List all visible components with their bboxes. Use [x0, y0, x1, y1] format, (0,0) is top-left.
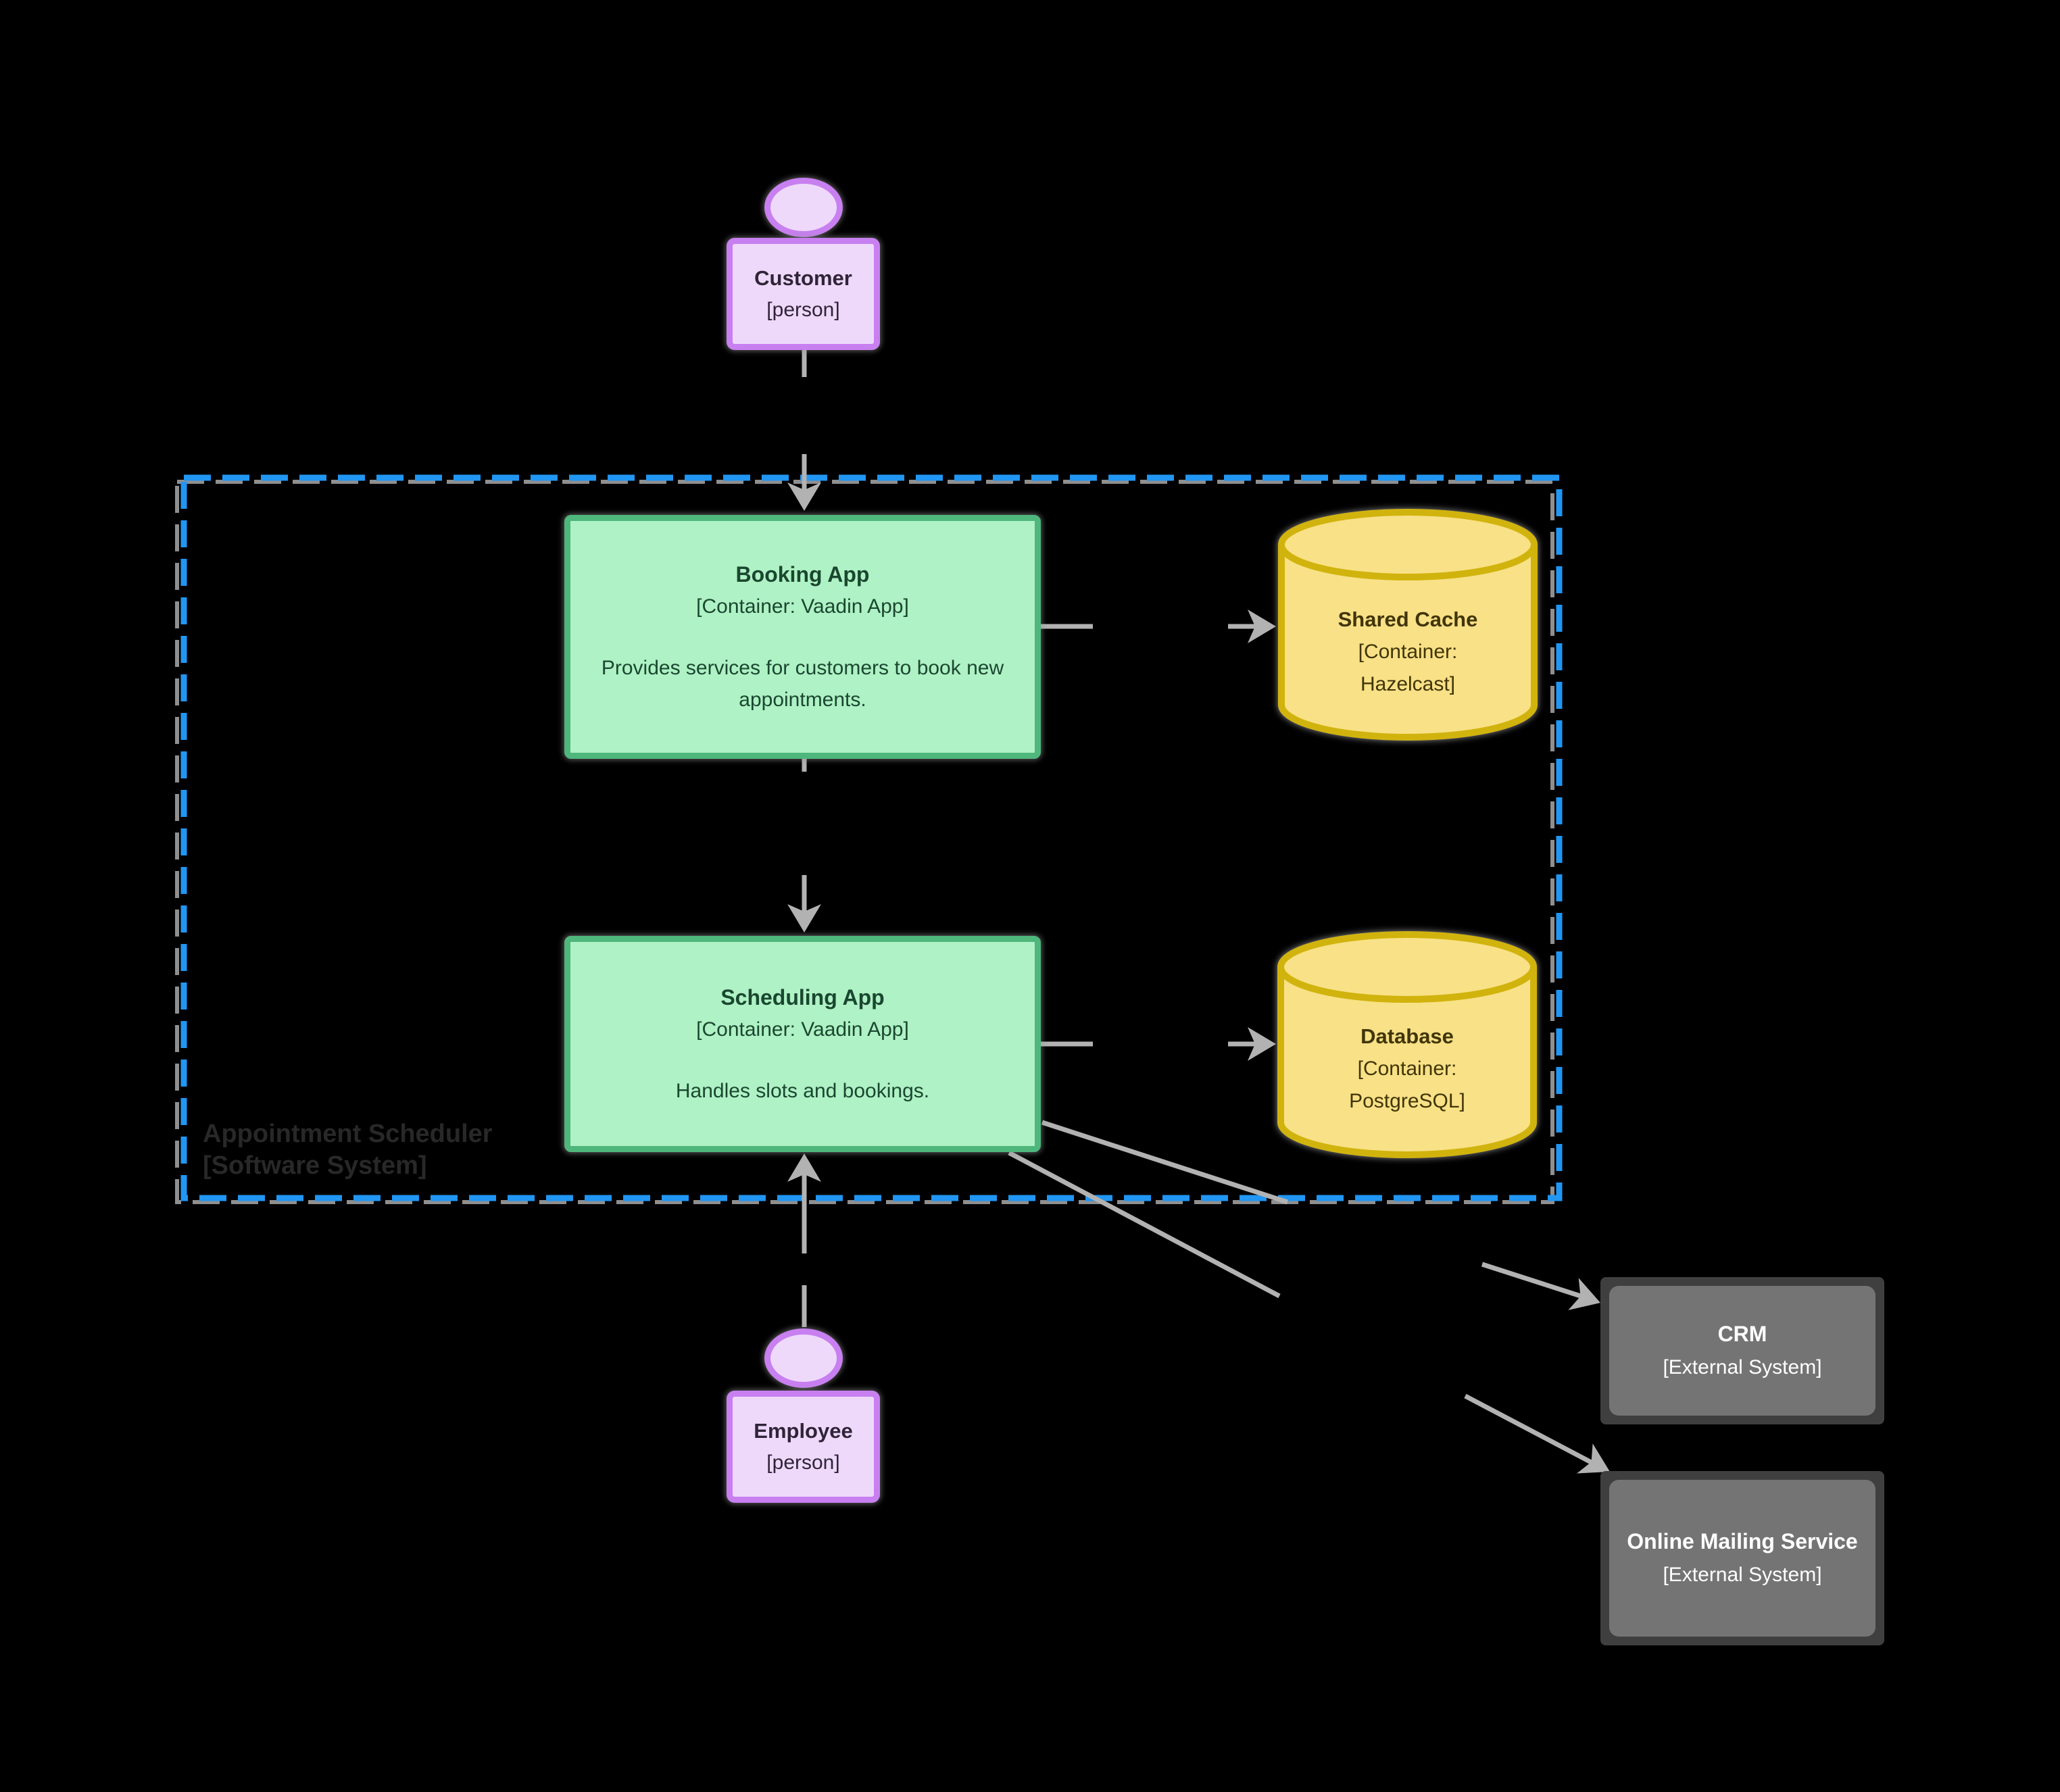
shared-cache-name: Shared Cache: [1338, 607, 1478, 631]
crm-type: [External System]: [1663, 1356, 1822, 1378]
booking-app-description: Provides services for customers to book …: [601, 656, 1004, 711]
arrowhead: [1248, 609, 1276, 643]
online-mailing-service-name: Online Mailing Service: [1627, 1529, 1858, 1553]
customer-box: Customer [person]: [727, 238, 880, 350]
shared-cache-cylinder-icon: [1278, 509, 1538, 741]
arrowhead: [787, 904, 821, 932]
online-mailing-service-box: Online Mailing Service [External System]: [1609, 1480, 1875, 1637]
edge-scheduling-app-to-online-mailing: [1008, 1150, 1281, 1299]
arrowhead: [1577, 1443, 1610, 1474]
database-meta1: [Container:: [1357, 1057, 1457, 1080]
arrowhead: [1568, 1278, 1600, 1310]
person-head-icon: [764, 1328, 843, 1388]
scheduling-app-meta: [Container: Vaadin App]: [696, 1018, 909, 1041]
arrowhead: [787, 1153, 821, 1182]
database-node: Database [Container: PostgreSQL]: [1275, 1020, 1539, 1118]
boundary-label: Appointment Scheduler [Software System]: [203, 1118, 493, 1182]
database-meta2: PostgreSQL]: [1349, 1090, 1465, 1112]
shared-cache-meta2: Hazelcast]: [1360, 673, 1456, 695]
edge-scheduling-app-to-crm: [1481, 1262, 1588, 1301]
employee-type: [person]: [766, 1451, 840, 1474]
customer-type: [person]: [766, 299, 840, 321]
booking-app-node: Booking App [Container: Vaadin App] Prov…: [564, 515, 1041, 759]
customer-name: Customer: [754, 266, 852, 290]
scheduling-app-node: Scheduling App [Container: Vaadin App] H…: [564, 936, 1041, 1152]
employee-box: Employee [person]: [727, 1391, 880, 1503]
arrowheads: [787, 482, 1610, 1474]
edge-scheduling-app-to-online-mailing: [1464, 1393, 1596, 1467]
database-cylinder-icon: [1277, 931, 1537, 1158]
crm-node: CRM [External System]: [1600, 1277, 1884, 1424]
database-name: Database: [1360, 1024, 1454, 1048]
person-head-icon: [764, 178, 843, 237]
boundary-name: Appointment Scheduler: [203, 1120, 493, 1148]
scheduling-app-name: Scheduling App: [720, 985, 885, 1010]
software-system-boundary: [175, 474, 1563, 1204]
employee-name: Employee: [754, 1419, 853, 1443]
edge-scheduling-app-to-crm: [1041, 1120, 1289, 1205]
arrowhead: [787, 482, 821, 511]
online-mailing-service-type: [External System]: [1663, 1564, 1822, 1586]
crm-box: CRM [External System]: [1609, 1286, 1875, 1416]
booking-app-name: Booking App: [735, 562, 870, 587]
booking-app-meta: [Container: Vaadin App]: [696, 595, 909, 618]
shared-cache-meta1: [Container:: [1358, 641, 1458, 663]
arrowhead: [1248, 1027, 1276, 1061]
scheduling-app-description: Handles slots and bookings.: [675, 1079, 930, 1102]
online-mailing-service-node: Online Mailing Service [External System]: [1600, 1471, 1884, 1645]
crm-name: CRM: [1717, 1322, 1767, 1346]
boundary-type: [Software System]: [203, 1151, 427, 1180]
diagram-edges: [802, 350, 1596, 1467]
shared-cache-node: Shared Cache [Container: Hazelcast]: [1276, 603, 1540, 701]
